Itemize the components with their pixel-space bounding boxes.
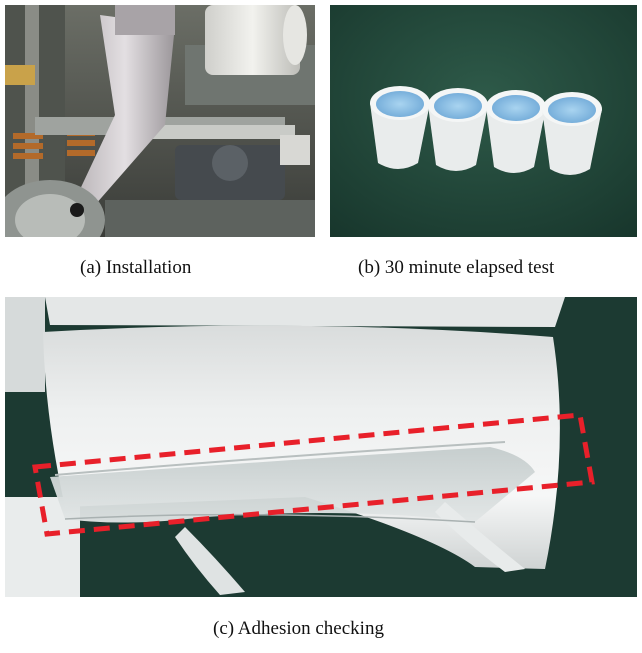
photo-adhesion-check bbox=[5, 297, 637, 597]
photo-installation bbox=[5, 5, 315, 237]
photo-cup-test bbox=[330, 5, 637, 237]
caption-adhesion-check: (c) Adhesion checking bbox=[213, 618, 384, 639]
caption-cup-test: (b) 30 minute elapsed test bbox=[358, 257, 555, 278]
caption-installation: (a) Installation bbox=[80, 257, 192, 278]
highlight-box bbox=[32, 412, 595, 537]
